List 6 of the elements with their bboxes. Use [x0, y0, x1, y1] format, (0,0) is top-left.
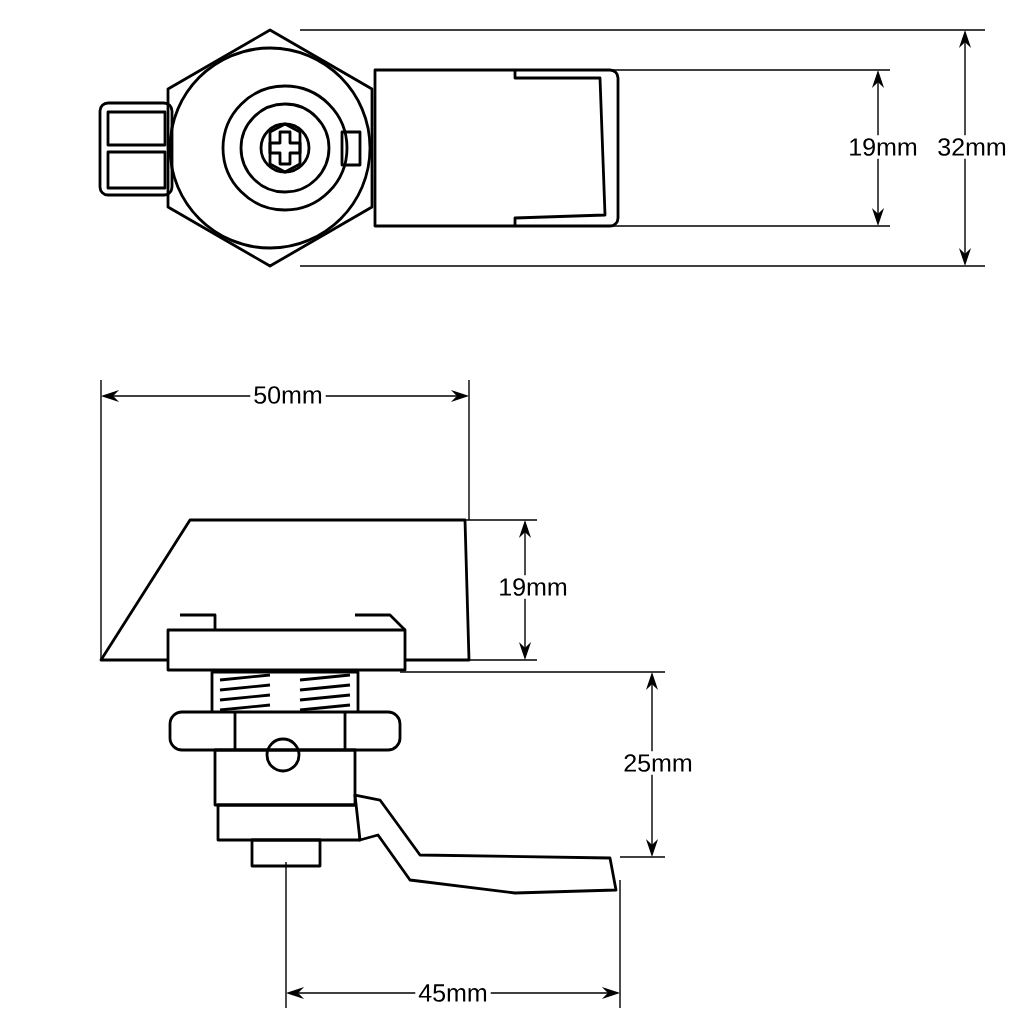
dimension-label: 50mm — [250, 383, 326, 407]
dimension-label: 45mm — [415, 981, 491, 1005]
dimension-label: 19mm — [845, 135, 921, 159]
dimension-label: 19mm — [495, 575, 571, 599]
dimension-label: 32mm — [934, 135, 1010, 159]
dimension-label: 25mm — [620, 751, 696, 775]
